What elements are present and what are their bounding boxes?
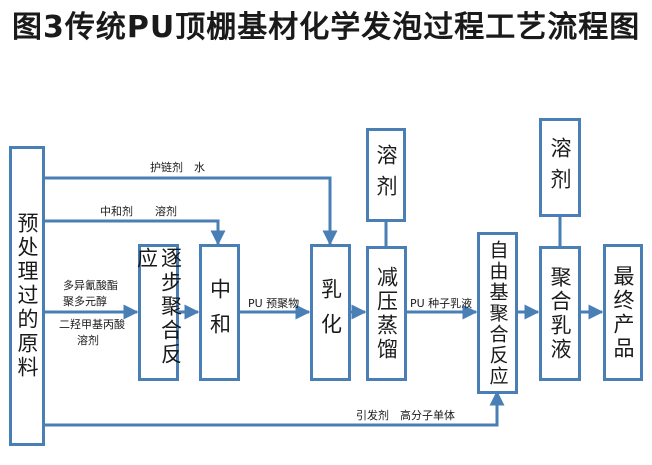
- neutralization-label: 中和: [207, 277, 232, 348]
- label-feed-dmpa: 二羟甲基丙酸: [59, 318, 125, 331]
- radical-polymerization-label: 自由基聚合反应: [486, 239, 509, 387]
- figure-number: 图3: [12, 10, 65, 45]
- step-polymerization-label: 逐步聚合反应: [134, 247, 183, 367]
- box-vacuum-distillation: 减压蒸馏: [366, 246, 407, 381]
- label-chain-extender-water: 护链剂 水: [150, 161, 205, 174]
- box-emulsion-polymerization: 聚合乳液: [539, 246, 581, 381]
- label-feed-polyol: 聚多元醇: [63, 295, 107, 308]
- label-pu-prepolymer: PU 预聚物: [248, 297, 300, 310]
- box-radical-polymerization: 自由基聚合反应: [477, 232, 518, 394]
- label-initiator-monomer: 引发剂 高分子单体: [356, 409, 455, 422]
- label-feed-isocyanate: 多异氰酸酯: [63, 279, 118, 292]
- box-pretreated-raw-material: 预处理过的原料: [9, 146, 45, 446]
- label-neutralizer-solvent: 中和剂 溶剂: [100, 205, 177, 218]
- solvent-2-label: 溶剂: [548, 136, 572, 199]
- vacuum-distillation-label: 减压蒸馏: [374, 265, 399, 362]
- solvent-1-label: 溶剂: [374, 144, 398, 206]
- pretreated-raw-material-label: 预处理过的原料: [15, 212, 39, 380]
- emulsification-label: 乳化: [318, 277, 343, 348]
- label-pu-seed-emulsion: PU 种子乳液: [410, 297, 473, 310]
- box-final-product: 最终产品: [603, 244, 643, 381]
- label-feed-solvent: 溶剂: [77, 334, 99, 347]
- final-product-label: 最终产品: [611, 264, 635, 361]
- box-solvent-2: 溶剂: [539, 118, 581, 217]
- line-neutralizer-solvent: [44, 219, 226, 246]
- figure-title-text: 传统PU顶棚基材化学发泡过程工艺流程图: [64, 10, 641, 45]
- line-chain-water: [44, 176, 338, 246]
- box-solvent-1: 溶剂: [366, 128, 406, 222]
- line-initiator-monomer: [44, 390, 505, 427]
- box-emulsification: 乳化: [310, 244, 351, 381]
- box-neutralization: 中和: [199, 244, 240, 381]
- figure-title: 图3传统PU顶棚基材化学发泡过程工艺流程图: [12, 6, 644, 50]
- emulsion-polymerization-label: 聚合乳液: [548, 265, 572, 362]
- box-step-polymerization: 逐步聚合反应: [135, 244, 183, 381]
